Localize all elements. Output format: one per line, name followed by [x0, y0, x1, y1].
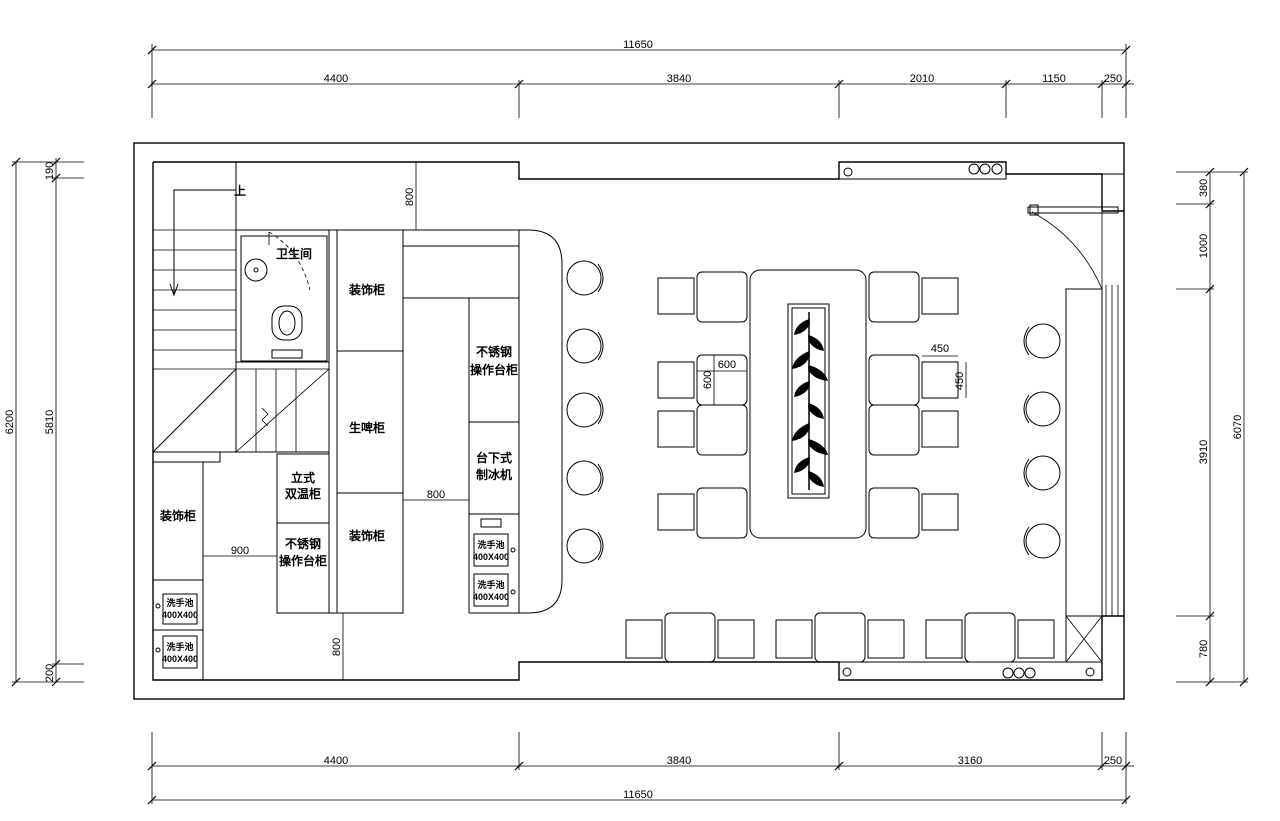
dim-top-seg-1: 4400: [324, 73, 348, 85]
dim-left-top: 190: [44, 162, 56, 180]
deco-cabinet-left-label: 装饰柜: [159, 508, 196, 523]
dim-corridor-mid: 800: [427, 489, 445, 501]
beer-cabinet-label: 生啤柜: [349, 420, 385, 435]
glass-window-wall: [1065, 285, 1119, 663]
window-stools: [1023, 323, 1061, 559]
dim-left-bottom: 200: [44, 664, 56, 682]
dim-left-inner: 5810: [44, 410, 56, 434]
sink-3-title: 洗手池: [477, 539, 504, 550]
dim-table-width: 600: [718, 359, 736, 371]
sink-4-size: 400X400: [473, 592, 509, 602]
dim-right-seg-4: 780: [1198, 640, 1210, 658]
steel-counter-1-line-1: 不锈钢: [476, 344, 512, 359]
stair-up-label: 上: [234, 183, 246, 198]
dim-bottom-total: 11650: [623, 789, 653, 801]
sink-1-size: 400X400: [162, 610, 198, 620]
dim-top-seg-2: 3840: [667, 73, 691, 85]
sink-3-size: 400X400: [473, 552, 509, 562]
bathroom-label: 卫生间: [276, 246, 312, 261]
dim-bottom-seg-4: 250: [1104, 755, 1122, 767]
dim-bottom-seg-3: 3160: [958, 755, 982, 767]
dim-corridor-top: 800: [404, 188, 416, 206]
bar-cabinets: 装饰柜 生啤柜 装饰柜 不锈钢 操作台柜 台下式 制冰机 洗手池 400X400…: [328, 161, 563, 681]
dim-seat-width: 450: [931, 343, 949, 355]
sink-2-title: 洗手池: [166, 641, 193, 652]
dim-right-seg-1: 380: [1198, 179, 1210, 197]
sink-4-title: 洗手池: [477, 579, 504, 590]
dual-temp-line-1: 立式: [291, 470, 315, 485]
dim-left-total: 6200: [4, 410, 16, 434]
bar-stools: [566, 260, 604, 564]
entrance-door: [1027, 204, 1119, 290]
dim-right-seg-3: 3910: [1198, 440, 1210, 464]
deco-cabinet-1-label: 装饰柜: [348, 282, 385, 297]
dual-temp-line-2: 双温柜: [285, 486, 321, 501]
steel-counter-1-line-2: 操作台柜: [470, 362, 518, 377]
dim-corridor-left: 900: [231, 545, 249, 557]
dim-seat-depth: 450: [954, 372, 966, 390]
left-lower-area: 装饰柜 洗手池 400X400 洗手池 400X400 立式 双温柜 不锈钢 操…: [152, 452, 330, 681]
central-dining: 600 600 450 450: [657, 269, 967, 539]
dim-top-seg-4: 1150: [1042, 73, 1066, 85]
ice-machine-line-1: 台下式: [476, 450, 512, 465]
dim-top-total: 11650: [623, 39, 653, 51]
dim-right-seg-2: 1000: [1198, 234, 1210, 258]
dim-bottom-seg-1: 4400: [324, 755, 348, 767]
deco-cabinet-2-label: 装饰柜: [348, 528, 385, 543]
sink-1-title: 洗手池: [166, 597, 193, 608]
dim-bottom-seg-2: 3840: [667, 755, 691, 767]
bottom-seating: [625, 612, 1055, 663]
steel-counter-2-line-2: 操作台柜: [279, 553, 327, 568]
dimension-lines: 11650 4400 3840 2010 1150 250 4400 3840 …: [4, 39, 1249, 805]
bathroom: 卫生间: [235, 229, 330, 363]
dim-top-seg-5: 250: [1104, 73, 1122, 85]
ice-machine-line-2: 制冰机: [476, 467, 512, 482]
plant-decoration-icon: [792, 312, 829, 490]
dim-corridor-bottom: 800: [331, 638, 343, 656]
dim-top-seg-3: 2010: [910, 73, 934, 85]
dim-right-total: 6070: [1232, 415, 1244, 439]
steel-counter-2-line-1: 不锈钢: [285, 536, 321, 551]
outer-walls: [133, 142, 1125, 700]
sink-2-size: 400X400: [162, 654, 198, 664]
dim-table-depth: 600: [702, 371, 714, 389]
